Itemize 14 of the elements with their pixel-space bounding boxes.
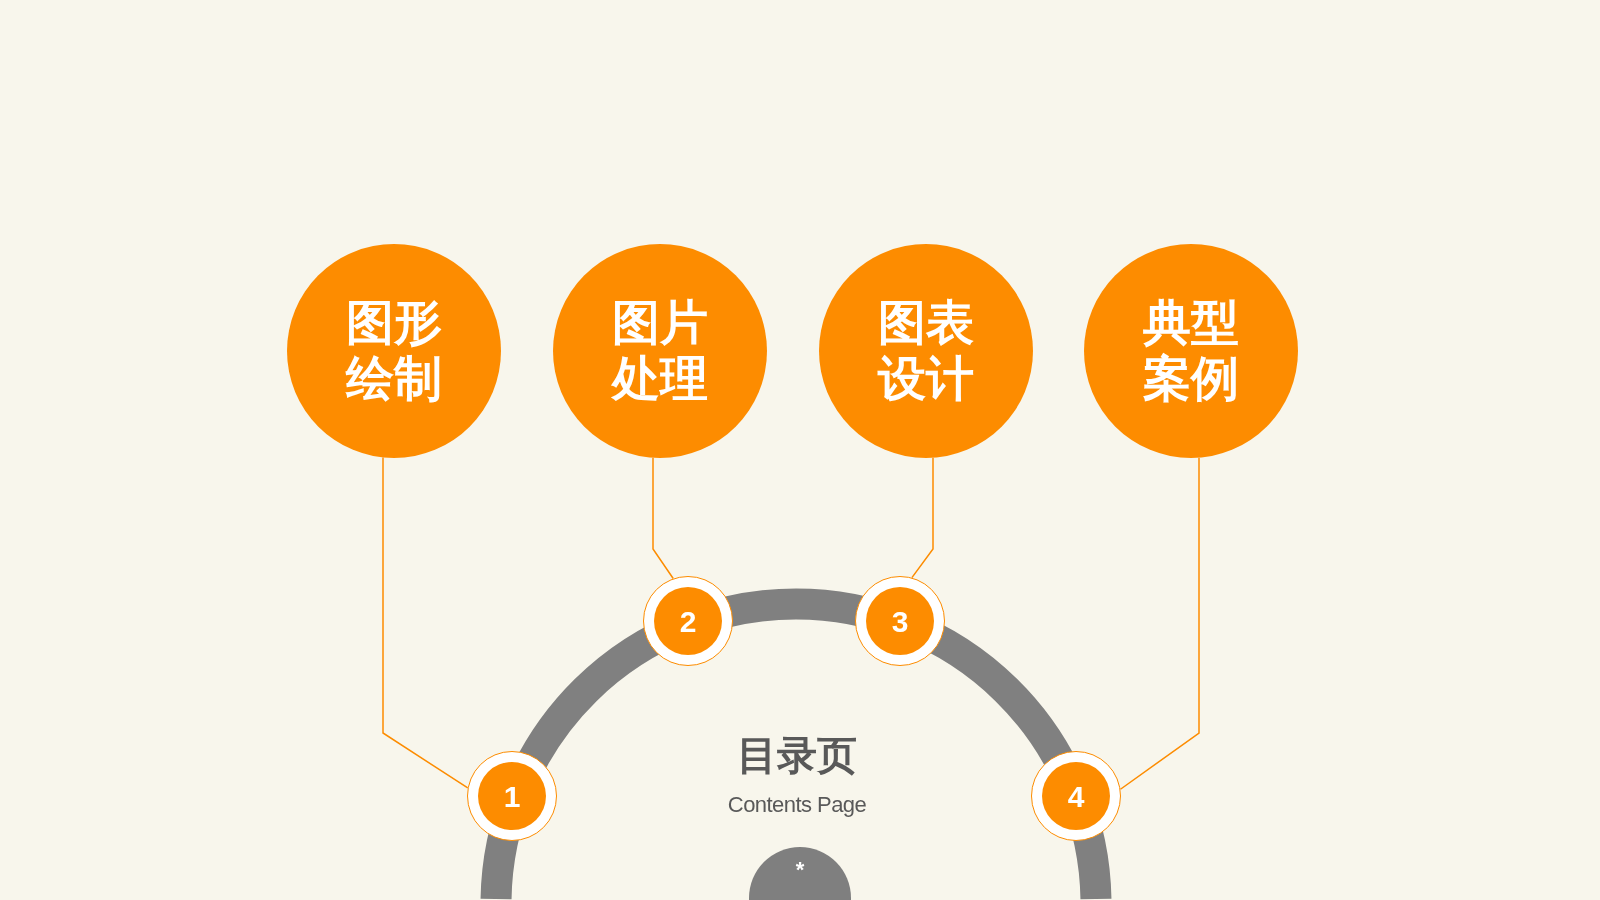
connector-line [652, 457, 674, 580]
topic-label: 图表设计 [876, 295, 975, 407]
topic-label: 典型案例 [1142, 295, 1240, 407]
step-number: 1 [478, 762, 546, 830]
connector-line [1119, 456, 1200, 790]
topic-label: 图片处理 [610, 295, 709, 407]
asterisk-text: * [795, 859, 805, 881]
step-number: 2 [654, 587, 722, 655]
step-number: 4 [1042, 762, 1110, 830]
topic-label: 图形绘制 [344, 295, 443, 407]
heading-text: 目录页 [737, 732, 857, 779]
connector-line [382, 456, 469, 789]
subtitle-text: Contents Page [727, 791, 867, 819]
step-number: 3 [866, 587, 934, 655]
